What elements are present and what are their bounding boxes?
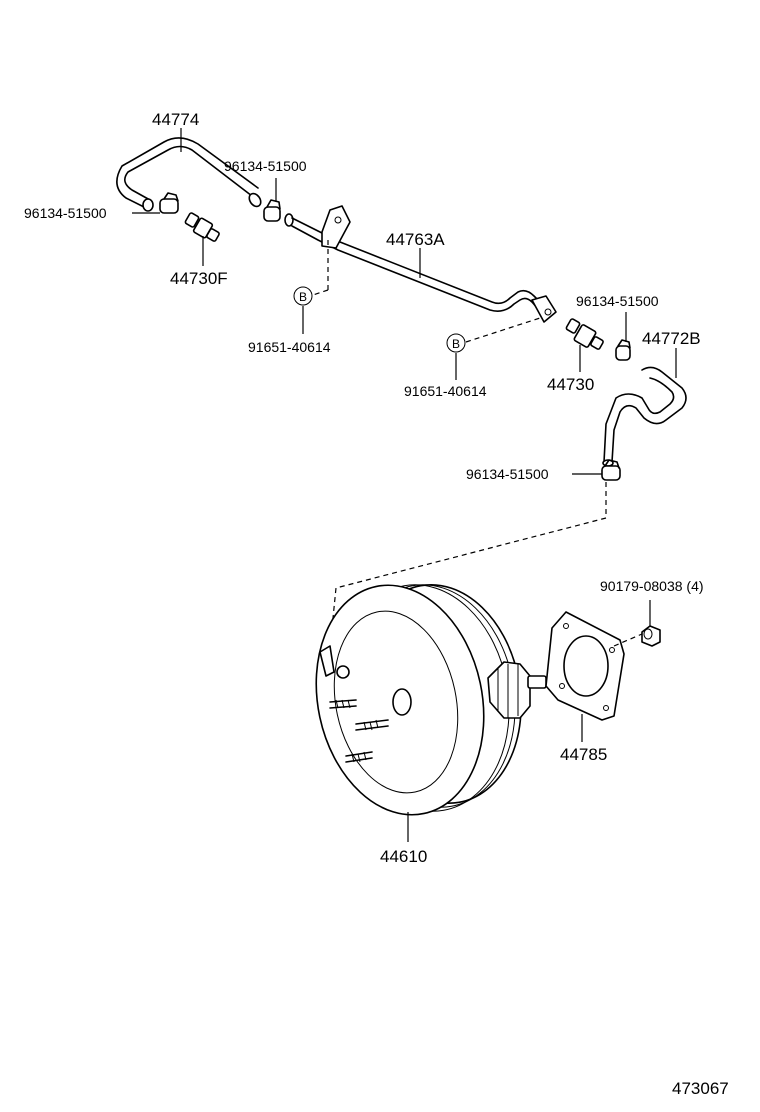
label-clamp-top-middle: 96134-51500 — [224, 158, 307, 174]
label-clamp-right-top: 96134-51500 — [576, 293, 659, 309]
label-44772b: 44772B — [642, 329, 701, 348]
label-44774: 44774 — [152, 110, 199, 129]
label-clamp-left: 96134-51500 — [24, 205, 107, 221]
booster-studs — [329, 699, 389, 763]
diagram-number: 473067 — [672, 1079, 729, 1098]
booster-gasket-44785 — [545, 611, 625, 721]
label-bolt-right: 91651-40614 — [404, 383, 487, 399]
hose-clamp-top-middle — [263, 199, 281, 222]
label-nut: 90179-08038 (4) — [600, 578, 704, 594]
label-44730: 44730 — [547, 375, 594, 394]
label-44730f: 44730F — [170, 269, 228, 288]
vacuum-hose-44772b — [602, 366, 687, 467]
check-valve-44730 — [565, 318, 604, 350]
vacuum-pipe-44763a — [284, 205, 557, 323]
label-44610: 44610 — [380, 847, 427, 866]
vacuum-hose-44774 — [116, 137, 262, 212]
callout-b-right-text: B — [452, 337, 460, 351]
label-bolt-left: 91651-40614 — [248, 339, 331, 355]
hose-clamp-right-top — [615, 339, 631, 361]
callout-b-right: B — [446, 333, 466, 353]
callout-b-left-text: B — [299, 290, 307, 304]
check-valve-44730f — [184, 212, 220, 242]
label-clamp-lower: 96134-51500 — [466, 466, 549, 482]
hose-clamp-left — [159, 192, 179, 214]
brake-booster-44610 — [315, 583, 547, 816]
callout-b-left: B — [293, 286, 313, 306]
hose-clamp-lower — [601, 459, 621, 481]
nut-90179-08038 — [641, 625, 661, 647]
label-44785: 44785 — [560, 745, 607, 764]
label-44763a: 44763A — [386, 230, 445, 249]
